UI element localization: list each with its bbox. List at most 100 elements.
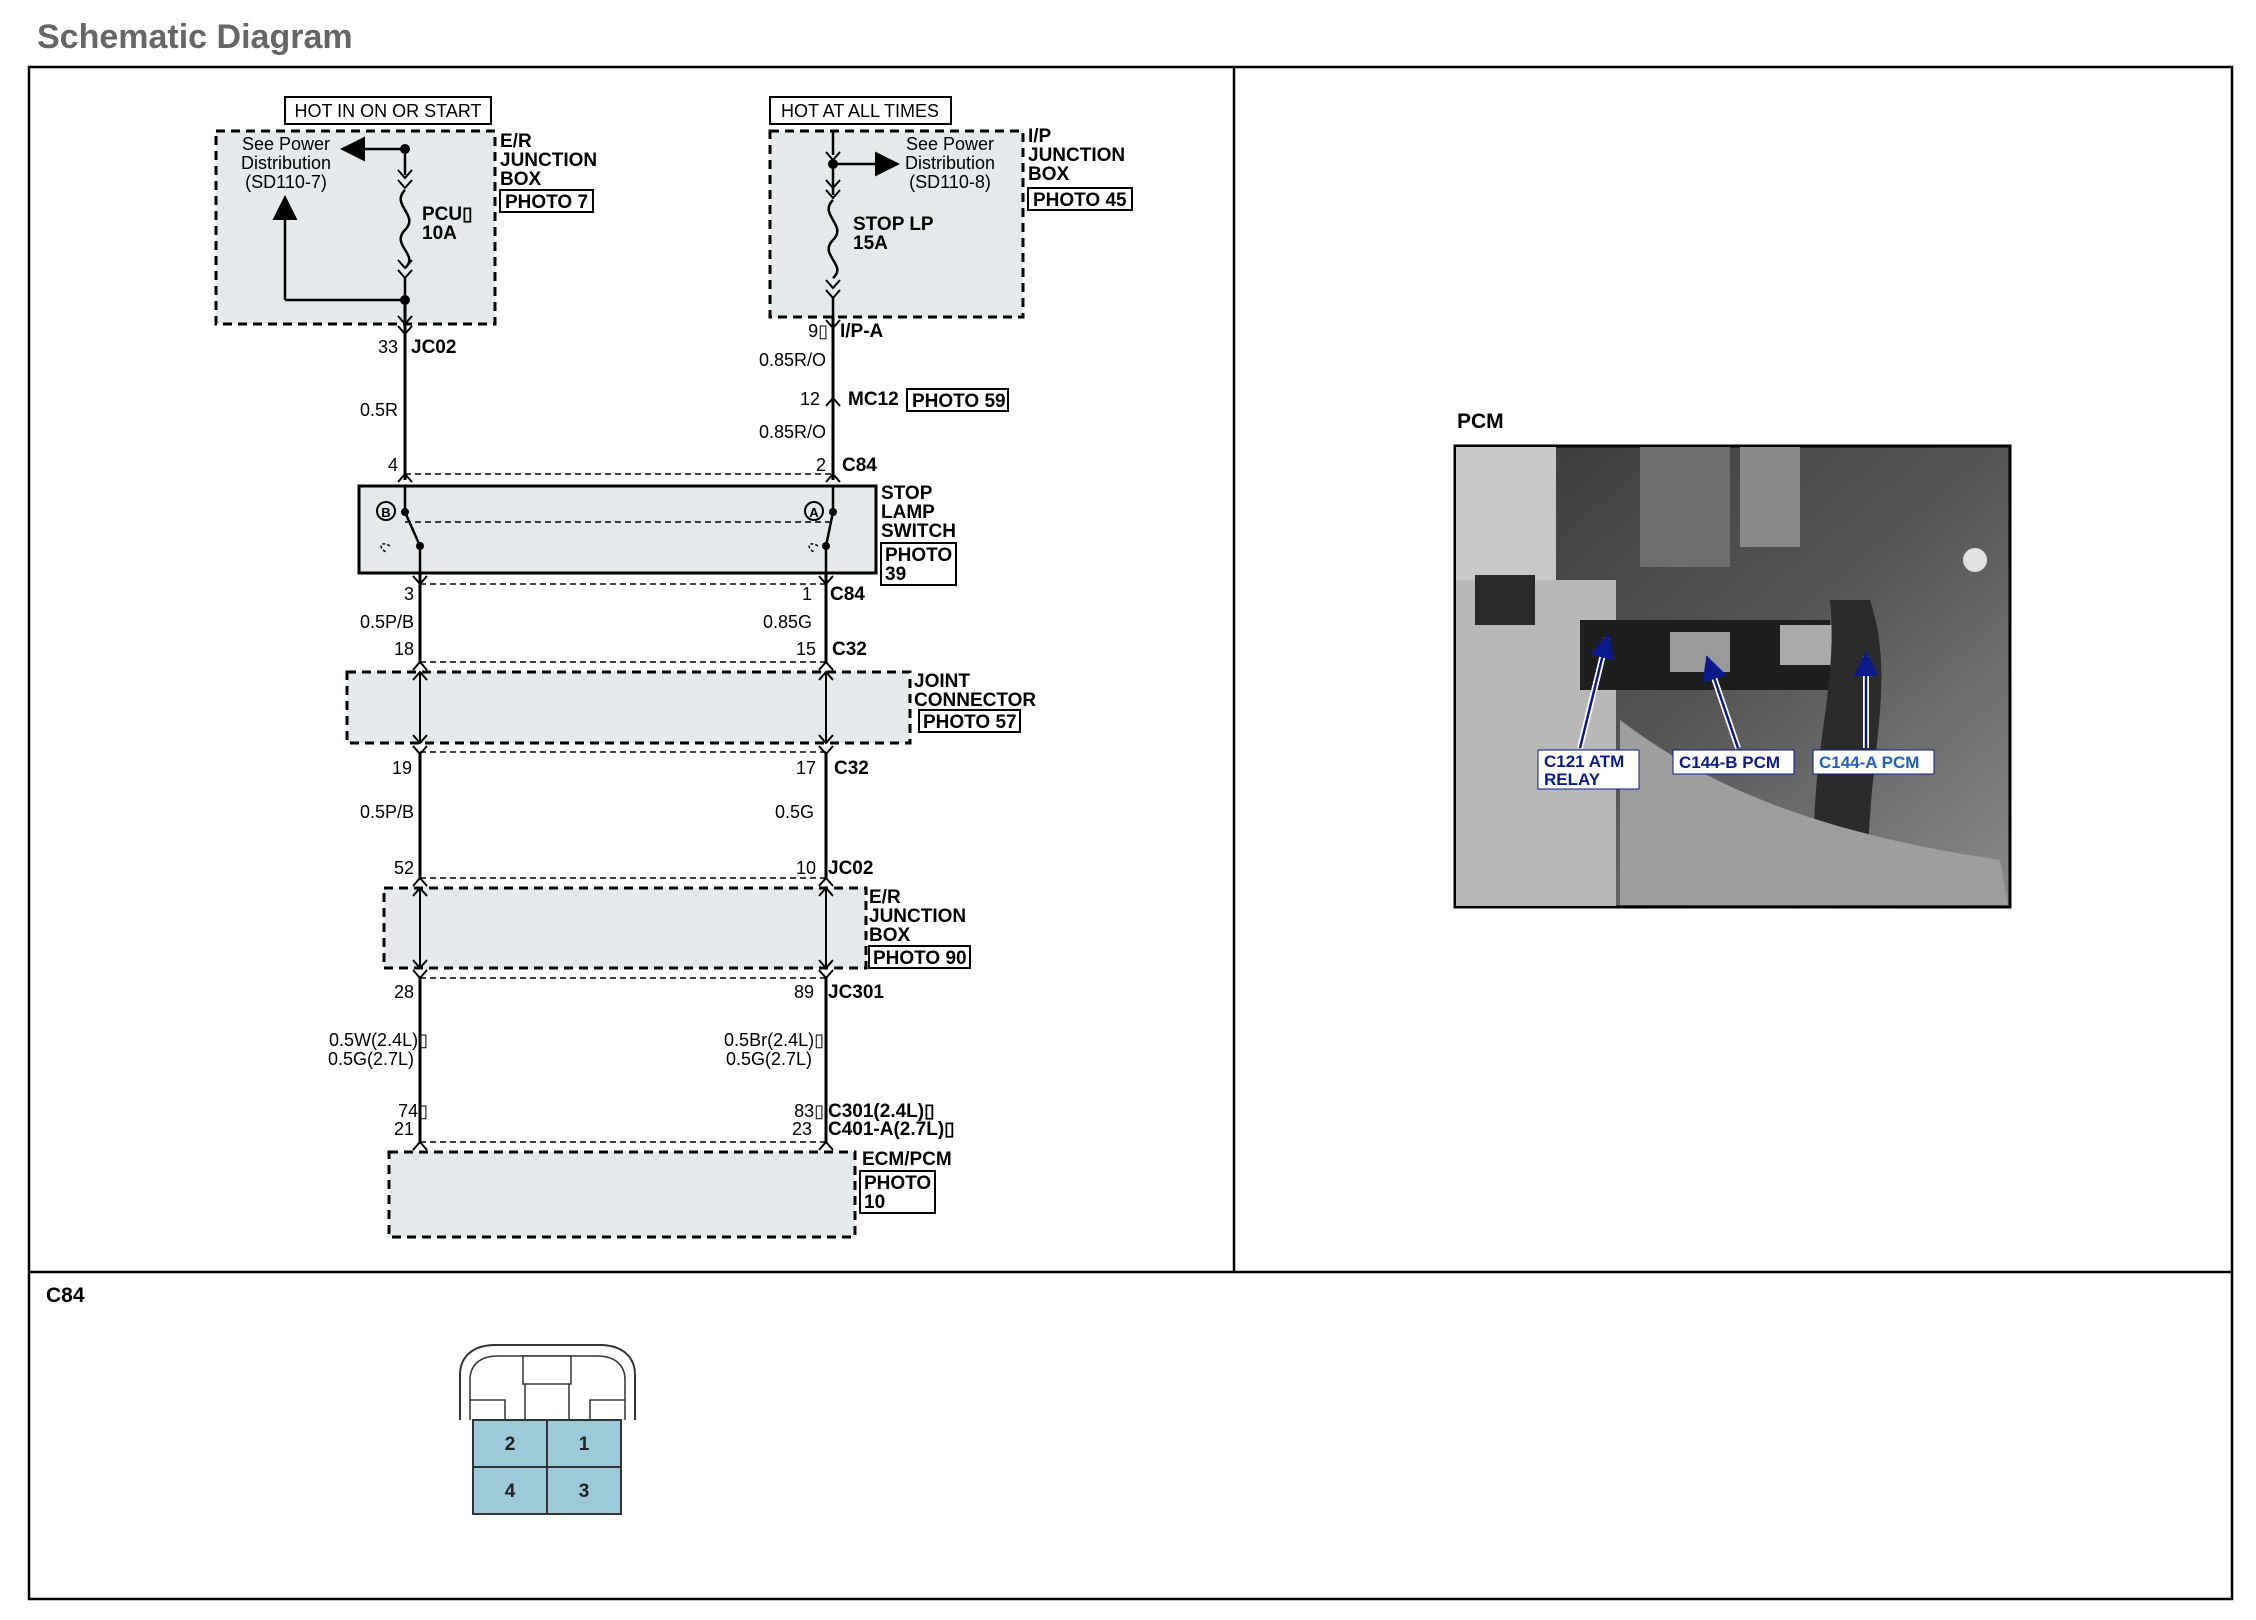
er2-label-3: BOX (869, 925, 911, 946)
c84-connector: C84 2 1 4 3 (46, 1284, 636, 1515)
left-er-out-pin: 28 (394, 982, 414, 1002)
right-wire1: 0.85R/O (759, 350, 826, 370)
right-switch-out-pin: 1 (802, 584, 812, 604)
page-title: Schematic Diagram (37, 18, 353, 56)
ip-see-power-3: (SD110-8) (909, 172, 991, 192)
left-ecm-pin-a: 74▯ (398, 1101, 428, 1121)
pin-cell-4 (472, 1466, 548, 1515)
left-switch-out-pin: 3 (404, 584, 414, 604)
c84-title: C84 (46, 1284, 85, 1307)
pin-3: 3 (579, 1481, 590, 1502)
right-ecm-pin-b: 23 (792, 1119, 812, 1139)
right-pin-9: 9▯ (808, 321, 828, 341)
er-see-power-3: (SD110-7) (245, 172, 327, 192)
callout-c121-line2: RELAY (1544, 770, 1601, 789)
right-mc-pin: 12 (800, 389, 820, 409)
er-fuse-rating: 10A (422, 223, 457, 244)
jc-photo-tag: PHOTO 57 (923, 712, 1017, 733)
wires-switch-to-jc: 3 1 C84 0.5P/B 0.85G 18 15 C32 (360, 573, 867, 662)
ecm-photo-2: 10 (864, 1192, 885, 1213)
outer-frame (27, 65, 2234, 1601)
ecm-label: ECM/PCM (862, 1149, 952, 1170)
right-wire-top: 9▯ I/P-A 0.85R/O 12 MC12 PHOTO 59 0.85R/… (759, 317, 1009, 483)
jc-label-1: JOINT (914, 671, 970, 692)
left-wire4-b: 0.5G(2.7L) (328, 1049, 414, 1069)
er2-label-1: E/R (869, 887, 901, 908)
right-wire1b: 0.85R/O (759, 422, 826, 442)
left-jc-out-pin: 19 (392, 758, 412, 778)
er-photo-tag: PHOTO 7 (505, 192, 588, 213)
ip-photo-tag: PHOTO 45 (1033, 190, 1127, 211)
stop-lamp-switch: B A STOP LAMP SWITCH PHOTO 39 (357, 473, 957, 586)
left-jc-in-pin: 18 (394, 639, 414, 659)
stop-lamp-label-3: SWITCH (881, 521, 956, 542)
er-junction-box: See Power Distribution (SD110-7) PCU▯ 10… (214, 129, 597, 326)
right-er-out-pin: 89 (794, 982, 814, 1002)
right-jc-in-pin: 15 (796, 639, 816, 659)
wires-jc-to-er: 19 17 C32 0.5P/B 0.5G 52 10 JC02 (360, 754, 873, 879)
left-ecm-pin-b: 21 (394, 1119, 414, 1139)
joint-connector: JOINT CONNECTOR PHOTO 57 (345, 660, 1036, 756)
stop-lamp-photo-1: PHOTO (885, 545, 952, 566)
er-junction-box-2: E/R JUNCTION BOX PHOTO 90 (382, 876, 971, 980)
left-wire1: 0.5R (360, 400, 398, 420)
switch-marker-a: A (809, 505, 819, 520)
ecm-photo-1: PHOTO (864, 1173, 931, 1194)
right-wire4-b: 0.5G(2.7L) (726, 1049, 812, 1069)
right-mc-photo: PHOTO 59 (912, 391, 1006, 412)
pin-cell-3 (546, 1466, 622, 1515)
right-switch-out-conn: C84 (830, 584, 865, 605)
er-see-power-2: Distribution (241, 153, 331, 173)
pin-1: 1 (579, 1434, 590, 1455)
er-box-label-1: E/R (500, 131, 532, 152)
right-wire2: 0.85G (763, 612, 812, 632)
jc-label-2: CONNECTOR (914, 690, 1036, 711)
right-mc-conn: MC12 (848, 389, 899, 410)
pcm-photo-panel: PCM C121 ATM RELAY C144-B PCM C144-A PCM (1453, 410, 2012, 909)
ip-see-power-1: See Power (906, 134, 994, 154)
right-wire3: 0.5G (775, 802, 814, 822)
right-ecm-conn-b: C401-A(2.7L)▯ (828, 1119, 955, 1140)
left-wire: 33 JC02 0.5R 4 (360, 300, 456, 483)
left-wire3: 0.5P/B (360, 802, 414, 822)
pin-4: 4 (505, 1481, 516, 1502)
er-box-label-3: BOX (500, 169, 542, 190)
switch-marker-b: B (381, 505, 390, 520)
ip-box-label-3: BOX (1028, 164, 1070, 185)
er-fuse-name: PCU▯ (422, 204, 473, 225)
ecm-pcm-box: ECM/PCM PHOTO 10 (387, 1140, 952, 1239)
ip-box-label-1: I/P (1028, 126, 1052, 147)
stop-lamp-label-1: STOP (881, 483, 933, 504)
wires-er-to-ecm: 28 89 JC301 0.5W(2.4L)▯ 0.5G(2.7L) 0.5Br… (328, 978, 955, 1142)
er-see-power-1: See Power (242, 134, 330, 154)
right-switch-conn: C84 (842, 455, 877, 476)
er2-photo-tag: PHOTO 90 (873, 948, 967, 969)
pin-2: 2 (505, 1434, 516, 1455)
ip-box-label-2: JUNCTION (1028, 145, 1125, 166)
right-ecm-pin-a: 83▯ (794, 1101, 824, 1121)
right-er-in-conn: JC02 (828, 858, 873, 879)
stop-lamp-label-2: LAMP (881, 502, 935, 523)
right-switch-in-pin: 2 (816, 455, 826, 475)
right-ecm-conn-a: C301(2.4L)▯ (828, 1101, 935, 1122)
right-jc-out-pin: 17 (796, 758, 816, 778)
callout-c144b: C144-B PCM (1679, 753, 1780, 772)
right-er-in-pin: 10 (796, 858, 816, 878)
right-jc-out-conn: C32 (834, 758, 869, 779)
callout-c121-line1: C121 ATM (1544, 752, 1624, 771)
pcm-photo-title: PCM (1457, 410, 1504, 433)
ip-fuse-rating: 15A (853, 233, 888, 254)
right-wire4-a: 0.5Br(2.4L)▯ (724, 1030, 824, 1050)
left-pin-33: 33 (378, 337, 398, 357)
left-switch-in-pin: 4 (388, 455, 398, 475)
ip-junction-box: See Power Distribution (SD110-8) STOP LP… (768, 126, 1133, 319)
right-er-out-conn: JC301 (828, 982, 884, 1003)
stop-lamp-photo-2: 39 (885, 564, 906, 585)
callout-c144a: C144-A PCM (1819, 753, 1919, 772)
left-conn-jc02: JC02 (411, 337, 456, 358)
left-er-in-pin: 52 (394, 858, 414, 878)
right-jc-in-conn: C32 (832, 639, 867, 660)
pin-cell-2 (472, 1419, 548, 1468)
er-box-label-2: JUNCTION (500, 150, 597, 171)
